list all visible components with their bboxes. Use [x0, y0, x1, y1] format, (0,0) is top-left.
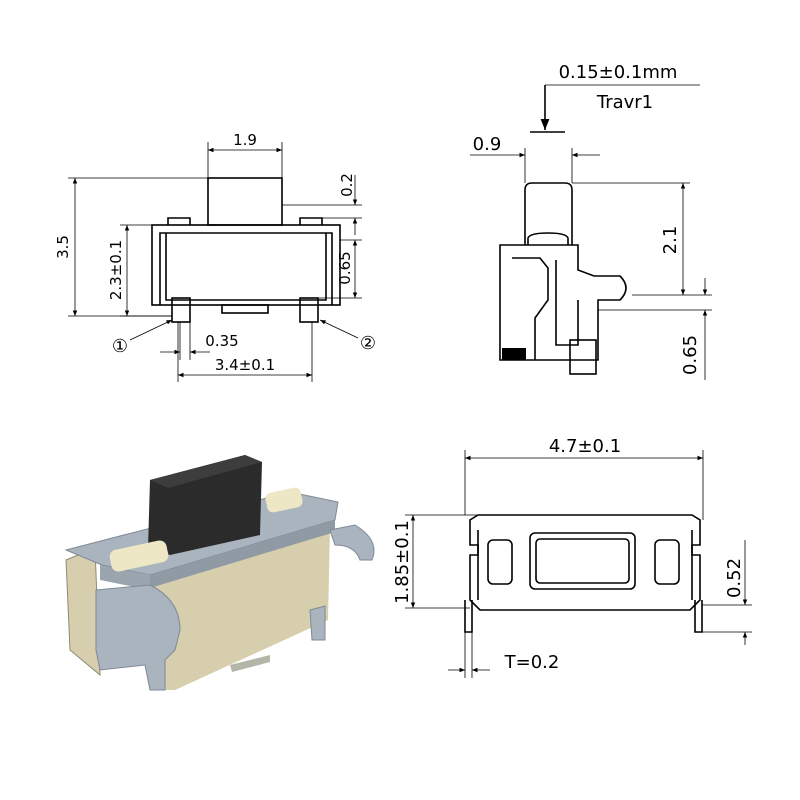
dim-body-width: 1.85±0.1 — [392, 520, 413, 604]
actuator-outline — [207, 177, 283, 226]
top-tabs — [167, 217, 323, 225]
side-view: 0.15±0.1mm Travr1 0.9 2.1 0.65 — [470, 62, 712, 380]
dim-thickness: T=0.2 — [504, 652, 560, 673]
actuator-side — [524, 182, 573, 245]
dim-actuator-step: 0.2 — [338, 173, 356, 197]
pin-2-label: ② — [360, 333, 376, 354]
bottom-view: 4.7±0.1 1.85±0.1 0.52 T=0.2 — [392, 436, 752, 678]
dim-lead-offset: 0.52 — [724, 558, 745, 598]
terminal-1 — [171, 297, 191, 323]
dim-overall-length: 4.7±0.1 — [549, 436, 621, 457]
dim-terminal-width: 0.35 — [205, 332, 238, 350]
dim-actuator-width: 1.9 — [233, 131, 257, 149]
dim-total-height: 3.5 — [54, 235, 72, 259]
dim-actuator-height: 2.1 — [660, 226, 681, 255]
dim-terminal-height: 0.65 — [336, 251, 354, 284]
dim-body-height: 2.3±0.1 — [107, 240, 125, 300]
travel-label: Travr1 — [596, 92, 653, 113]
inner-frame — [159, 232, 333, 305]
dim-terminal-span: 3.4±0.1 — [215, 356, 275, 374]
pin-1-label: ① — [112, 336, 128, 357]
dim-lead-height: 0.65 — [680, 335, 701, 375]
switch-3d-render — [64, 455, 375, 691]
travel-value: 0.15±0.1mm — [559, 62, 678, 83]
terminal-2 — [299, 297, 319, 323]
bottom-outline — [469, 514, 701, 611]
dim-actuator-thickness: 0.9 — [473, 134, 502, 155]
body-side — [499, 244, 627, 361]
front-view: 1.9 3.5 2.3±0.1 0.2 0.65 0.35 3.4±0.1 ① … — [54, 131, 376, 382]
body-outline — [151, 224, 341, 306]
